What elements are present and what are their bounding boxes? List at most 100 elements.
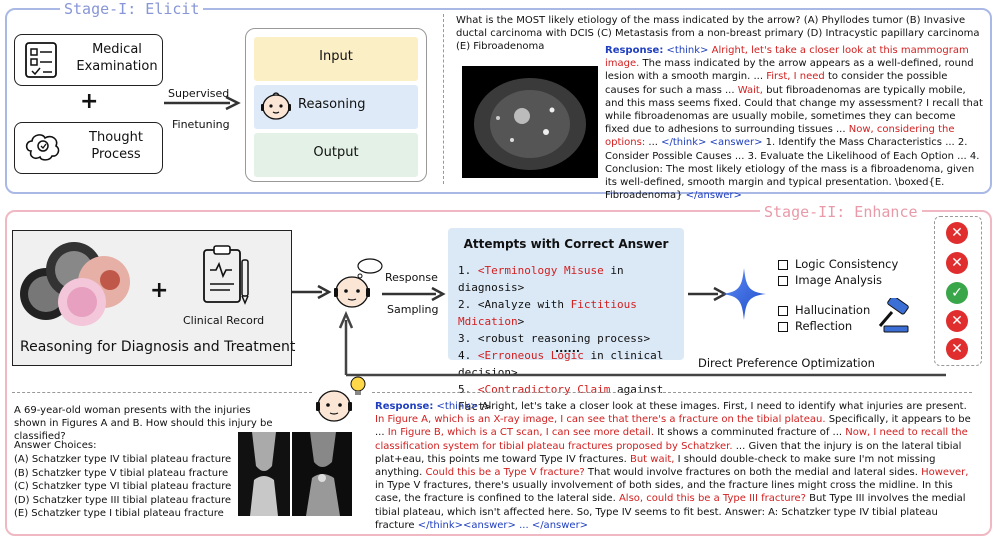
response2-text-2: Specifically, it appears to be ... [375, 414, 971, 439]
stage2-divider-right [372, 392, 972, 393]
medical-images-icon [20, 242, 130, 326]
thought-process-card: Thought Process [14, 122, 163, 174]
stage2-response: Response: <think> Alright, let's take a … [375, 400, 975, 532]
reasoning-label: Reasoning [298, 97, 366, 112]
response1-red-2: First, I need [766, 71, 825, 83]
brain-gear-icon [25, 134, 60, 161]
response2-text-6: That would involve fractures on both the… [587, 467, 918, 479]
attempt-number: 1. [458, 264, 472, 277]
attempts-title: Attempts with Correct Answer [463, 237, 669, 251]
answer-choices-label: Answer Choices: [14, 440, 97, 451]
response2-text-9: So, Type IV seems to fit best. Answer: A… [375, 506, 938, 531]
attempt-text: <robust reasoning process> [477, 332, 651, 345]
reject-icon: ✕ [946, 222, 968, 244]
response2-text-8: But Type III involves the medial tibial … [375, 493, 966, 518]
reject-icon: ✕ [946, 338, 968, 360]
sampling-label: Sampling [387, 303, 439, 316]
stage2-panel [5, 210, 992, 536]
thinking-robot-icon [334, 258, 383, 308]
stage2-question: A 69-year-old woman presents with the in… [14, 405, 273, 442]
criterion-logic: Logic Consistency [778, 256, 898, 272]
response1-text-1: The mass indicated by the arrow appears … [605, 58, 974, 83]
response1-red-1: Alright, let's take a closer look at thi… [605, 45, 969, 70]
stage2-divider [12, 392, 312, 393]
attempt-text: > [517, 315, 525, 328]
choice-e: (E) Schatzker type I tibial plateau frac… [14, 508, 224, 520]
attempt-item-2: 2. <Analyze with Fictitious Mdication> [458, 296, 682, 330]
answer-tags-2: </answer> [685, 190, 742, 202]
answer-tags: </think><answer> ... </answer> [417, 519, 589, 531]
finetuning-label: Finetuning [172, 118, 230, 131]
idea-robot-icon [316, 376, 366, 422]
exam-form-icon [25, 42, 57, 78]
attempt-number: 4. [458, 349, 472, 362]
response2-text-4: ... Given that the injury is on the late… [375, 440, 962, 465]
reject-icon: ✕ [946, 310, 968, 332]
choice-b: (B) Schatzker type V tibial plateau frac… [14, 467, 229, 479]
down-arrow [336, 316, 352, 372]
attempt-text: in diagnosis> [458, 264, 624, 294]
choices-list: (A) Schatzker type IV tibial plateau fra… [14, 453, 231, 521]
response2-red-6: However, [921, 467, 969, 479]
response1-text-2: to consider the possible causes for such… [605, 71, 948, 96]
diagnosis-caption: Reasoning for Diagnosis and Treatment [20, 339, 296, 355]
thought-process-label: Thought Process [89, 130, 143, 162]
response1-red-3: Wait, [737, 84, 763, 96]
criterion-label: Hallucination [795, 303, 871, 317]
choice-a: (A) Schatzker type IV tibial plateau fra… [14, 454, 232, 465]
plus-sign-2: + [150, 278, 169, 303]
input-label: Input [319, 49, 353, 64]
answer-tags-1: </think> <answer> [661, 137, 763, 149]
response1-text-3: but fibroadenomas are typically mobile, … [605, 84, 983, 136]
think-tag: <think> [436, 401, 479, 412]
output-block [254, 133, 418, 177]
plus-sign-1: + [80, 89, 99, 114]
stage1-label: Stage-I: Elicit [60, 0, 204, 18]
supervised-label: Supervised [168, 87, 230, 100]
criterion-reflection: Reflection [778, 318, 898, 334]
attempt-number: 2. [458, 298, 472, 311]
stage2-response-label: Response: [375, 401, 434, 412]
response2-red-5: Could this be a Type V fracture? [425, 467, 585, 479]
response2-red-7: Also, could this be a Type III fracture? [618, 493, 806, 505]
response-label: Response [385, 271, 438, 284]
response2-text-3: It shows a comminuted fracture of ... [657, 427, 843, 439]
stage1-divider [443, 14, 444, 184]
think-tag: <think> [666, 45, 709, 56]
attempts-ellipsis: ...... [555, 342, 581, 355]
attempt-error: <Contradictory Claim [477, 383, 611, 396]
mammogram-image [462, 66, 598, 178]
attempt-number: 5. [458, 383, 472, 396]
attempt-error: <Terminology Misuse [477, 264, 604, 277]
input-arrow [292, 284, 332, 300]
criterion-image: Image Analysis [778, 272, 898, 288]
medical-examination-card: Medical Examination [14, 34, 163, 86]
reject-icon: ✕ [946, 252, 968, 274]
response2-text-5: I should double-check to make sure I'm n… [375, 453, 936, 479]
response2-red-2: In Figure B, which is a CT scan, I can s… [387, 427, 655, 439]
criterion-label: Image Analysis [795, 273, 883, 287]
response1-text-5: 1. Identify the Mass Characteristics ...… [605, 137, 980, 202]
response2-text-1: Alright, let's take a closer look at the… [481, 401, 967, 412]
stage2-label: Stage-II: Enhance [760, 203, 922, 221]
response1-text-4: ... [648, 137, 662, 149]
dpo-loop-arrow [338, 310, 946, 377]
choice-c: (C) Schatzker type VI tibial plateau fra… [14, 481, 232, 493]
response1-red-4: Now, considering the options: [605, 124, 955, 149]
gavel-icon [878, 298, 909, 333]
response2-red-1: In Figure A, which is an X-ray image, I … [375, 414, 826, 426]
clinical-record-label: Clinical Record [183, 314, 265, 327]
attempts-box [448, 228, 684, 360]
criterion-hallucination: Hallucination [778, 302, 898, 318]
response2-red-4: But wait, [629, 453, 675, 465]
attempt-item-3: 3. <robust reasoning process> [458, 330, 682, 347]
medical-examination-label: Medical Examination [76, 42, 158, 74]
criteria-list: Logic Consistency Image Analysis Halluci… [778, 256, 898, 334]
accept-icon: ✓ [946, 282, 968, 304]
attempt-item-1: 1. <Terminology Misuse in diagnosis> [458, 262, 682, 296]
baby-robot-icon [261, 92, 291, 120]
stage1-response: Response: <think> Alright, let's take a … [605, 44, 983, 202]
attempt-text: <Analyze with [477, 298, 571, 311]
sparkle-icon [722, 268, 766, 320]
sampling-arrow [382, 286, 446, 302]
